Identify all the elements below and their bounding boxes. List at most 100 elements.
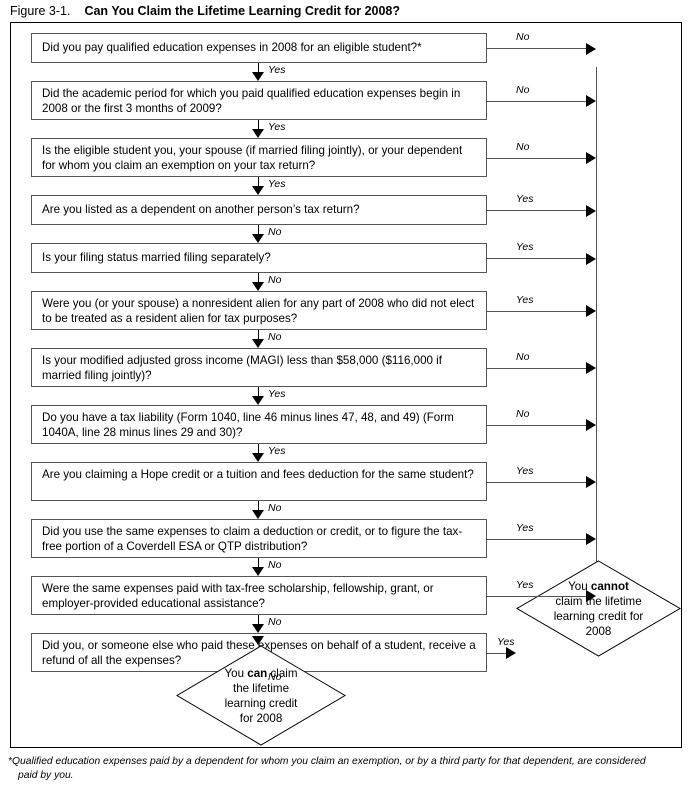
side-connector-10	[487, 539, 586, 540]
down-connector-11	[258, 615, 259, 624]
footnote-line-1: *Qualified education expenses paid by a …	[8, 756, 646, 767]
footnote-line-2: paid by you.	[18, 769, 74, 781]
down-label-11: No	[268, 616, 282, 628]
side-connector-11	[487, 596, 586, 597]
down-arrowhead-5	[252, 282, 264, 291]
side-label-4: Yes	[516, 193, 534, 205]
down-arrowhead-7	[252, 396, 264, 405]
down-connector-7	[258, 387, 259, 396]
side-arrowhead-11	[586, 590, 596, 602]
down-arrowhead-11	[252, 624, 264, 633]
down-connector-6	[258, 330, 259, 339]
side-label-2: No	[516, 83, 530, 96]
side-connector-2	[487, 101, 586, 102]
side-label-3: No	[516, 140, 530, 153]
down-label-3: Yes	[268, 178, 286, 190]
outcome-cannot-diamond: You cannot claim the lifetime learning c…	[516, 560, 681, 657]
decision-box-5[interactable]: Is your filing status married filing sep…	[31, 243, 487, 273]
side-label-10: Yes	[516, 521, 534, 534]
decision-box-11[interactable]: Were the same expenses paid with tax-fre…	[31, 576, 487, 615]
down-label-12: No	[268, 671, 282, 683]
down-connector-12	[258, 672, 259, 673]
decision-box-8[interactable]: Do you have a tax liability (Form 1040, …	[31, 405, 487, 444]
down-label-6: No	[268, 331, 282, 343]
down-arrowhead-9	[252, 510, 264, 519]
down-arrowhead-3	[252, 186, 264, 195]
down-arrowhead-8	[252, 453, 264, 462]
footnote: *Qualified education expenses paid by a …	[8, 755, 684, 782]
collector-line	[596, 67, 597, 573]
down-label-4: No	[268, 226, 282, 238]
decision-box-7[interactable]: Is your modified adjusted gross income (…	[31, 348, 487, 387]
outcome-can-diamond: You can claim the lifetime learning cred…	[176, 645, 346, 746]
figure-title: Figure 3-1. Can You Claim the Lifetime Le…	[10, 4, 400, 18]
down-label-8: Yes	[268, 445, 286, 457]
side-arrowhead-1	[586, 43, 596, 55]
down-connector-4	[258, 225, 259, 234]
can-line2: the lifetime	[232, 681, 290, 695]
cannot-emphasis: cannot	[590, 579, 629, 593]
side-arrowhead-6	[586, 305, 596, 317]
down-arrowhead-12	[252, 636, 264, 645]
down-connector-1	[258, 63, 259, 72]
down-connector-5	[258, 273, 259, 282]
side-label-12: Yes	[497, 635, 515, 648]
decision-box-4[interactable]: Are you listed as a dependent on another…	[31, 195, 487, 225]
down-label-1: Yes	[268, 64, 286, 76]
decision-box-10[interactable]: Did you use the same expenses to claim a…	[31, 519, 487, 558]
down-connector-2	[258, 120, 259, 129]
flowchart-frame: Did you pay qualified education expenses…	[10, 22, 682, 748]
diamond-shape-can	[176, 645, 346, 746]
side-label-6: Yes	[516, 293, 534, 306]
can-line1-post: claim	[267, 666, 298, 680]
down-arrowhead-6	[252, 339, 264, 348]
side-label-7: No	[516, 350, 530, 363]
down-connector-3	[258, 177, 259, 186]
side-connector-12	[487, 653, 506, 654]
down-connector-9	[258, 501, 259, 510]
decision-box-6[interactable]: Were you (or your spouse) a nonresident …	[31, 291, 487, 330]
down-arrowhead-4	[252, 234, 264, 243]
side-arrowhead-2	[586, 95, 596, 107]
side-arrowhead-8	[586, 419, 596, 431]
down-label-5: No	[268, 274, 282, 286]
figure-number: Figure 3-1.	[10, 4, 71, 18]
down-label-10: No	[268, 559, 282, 571]
side-connector-3	[487, 158, 586, 159]
side-connector-8	[487, 425, 586, 426]
cannot-line1-pre: You	[568, 579, 591, 593]
side-arrowhead-4	[586, 205, 596, 217]
side-connector-9	[487, 482, 586, 483]
can-line4: for 2008	[239, 711, 283, 725]
side-connector-5	[487, 258, 586, 259]
outcome-can-text: You can claim the lifetime learning cred…	[176, 645, 346, 746]
decision-box-3[interactable]: Is the eligible student you, your spouse…	[31, 138, 487, 177]
down-label-7: Yes	[268, 388, 286, 400]
side-connector-7	[487, 368, 586, 369]
down-arrowhead-2	[252, 129, 264, 138]
cannot-line3: learning credit for	[553, 609, 644, 623]
side-label-1: No	[516, 31, 530, 43]
side-arrowhead-7	[586, 362, 596, 374]
side-arrowhead-3	[586, 152, 596, 164]
side-arrowhead-9	[586, 476, 596, 488]
down-label-9: No	[268, 502, 282, 514]
decision-box-9[interactable]: Are you claiming a Hope credit or a tuit…	[31, 462, 487, 501]
side-label-9: Yes	[516, 464, 534, 477]
can-line1-pre: You	[224, 666, 248, 680]
side-connector-4	[487, 210, 586, 211]
down-arrowhead-1	[252, 72, 264, 81]
side-label-8: No	[516, 407, 530, 420]
cannot-line4: 2008	[585, 624, 612, 638]
side-connector-1	[487, 48, 586, 49]
decision-box-1[interactable]: Did you pay qualified education expenses…	[31, 33, 487, 63]
outcome-cannot-text: You cannot claim the lifetime learning c…	[516, 560, 681, 657]
side-arrowhead-12	[506, 647, 516, 659]
down-label-2: Yes	[268, 121, 286, 133]
diamond-shape-cannot	[516, 560, 681, 657]
side-connector-6	[487, 311, 586, 312]
side-arrowhead-5	[586, 253, 596, 265]
side-label-11: Yes	[516, 578, 534, 591]
figure-heading: Can You Claim the Lifetime Learning Cred…	[84, 4, 401, 18]
decision-box-2[interactable]: Did the academic period for which you pa…	[31, 81, 487, 120]
